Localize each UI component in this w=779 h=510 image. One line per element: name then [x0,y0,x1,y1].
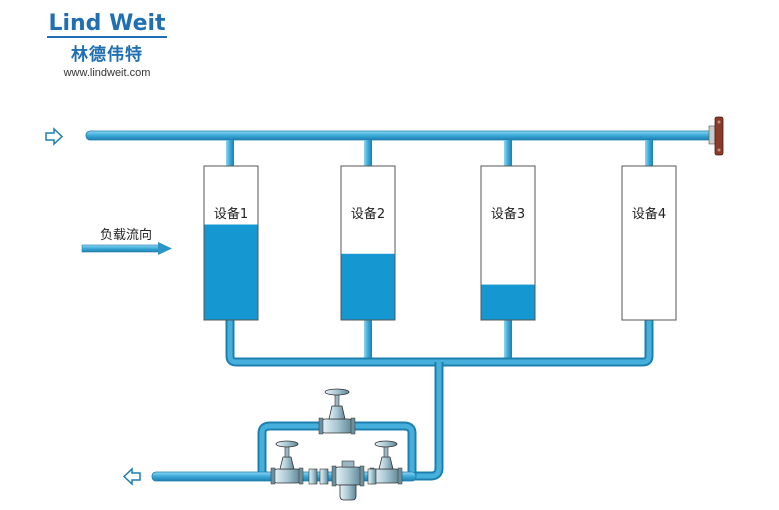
load-flow-label: 负载流向 [100,227,152,243]
device-4: 设备4 [621,165,677,321]
brand-url: www.lindweit.com [63,67,151,79]
inlet-isolation-valve [270,440,304,485]
device-1: 设备1 [203,165,259,321]
main-supply-pipe [85,130,715,141]
bypass-valve [318,388,356,435]
device-label: 设备3 [491,206,525,222]
return-pipes [226,320,653,360]
device-label: 设备1 [214,206,248,222]
device-3: 设备3 [480,165,536,321]
end-flange [708,116,724,156]
device-fill-level [481,284,535,320]
device-label: 设备2 [351,206,385,222]
devices-group: 设备1 设备2 设备3 设备4 [203,165,677,321]
device-tank [621,165,677,321]
inlet-arrow-icon [45,127,64,146]
device-fill-level [204,224,258,320]
device-fill-level [341,253,395,320]
brand-logo: Lind Weit 林德伟特 www.lindweit.com [42,12,172,79]
drop-pipes [226,140,653,166]
device-label: 设备4 [632,206,666,222]
device-2: 设备2 [340,165,396,321]
brand-name: Lind Weit [47,11,167,38]
brand-name-cn: 林德伟特 [71,45,143,65]
strainer-fitting [308,468,329,485]
outlet-arrow-icon [122,467,141,486]
strainer-fitting-2 [367,468,377,485]
return-header-pipe [225,320,654,367]
load-flow-arrow [81,242,172,255]
steam-trap [331,460,365,501]
